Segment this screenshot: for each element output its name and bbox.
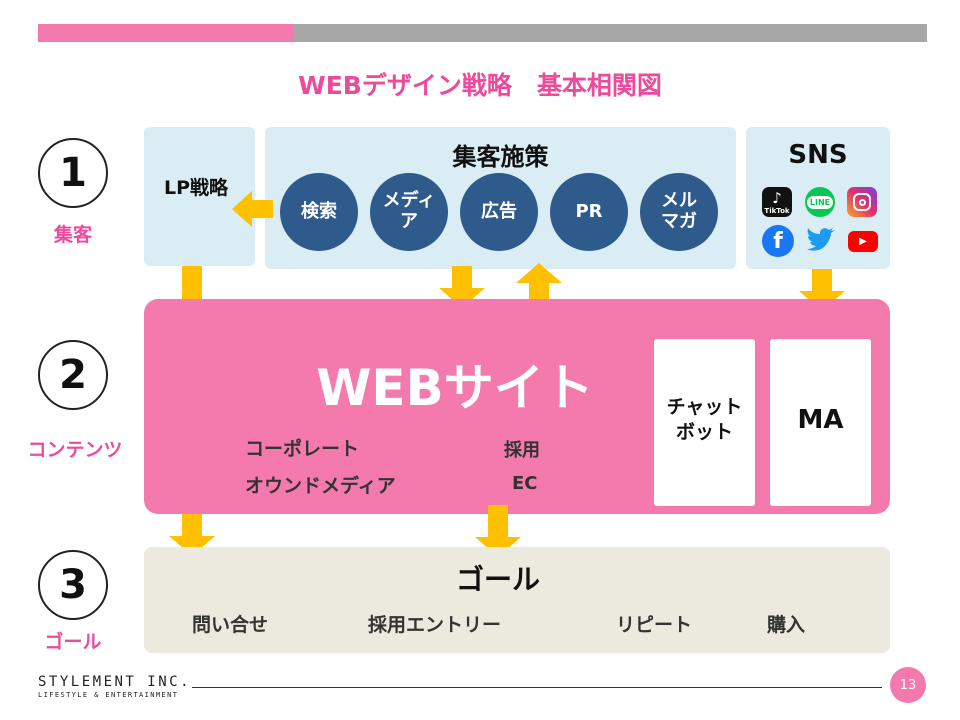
stage-label-3: ゴール — [44, 631, 102, 653]
stage-label-1: 集客 — [53, 224, 92, 246]
company-tagline: LIFESTYLE & ENTERTAINMENT — [38, 691, 179, 699]
lp-strategy-label: LP戦略 — [163, 177, 229, 199]
website-item-owned-media: オウンドメディア — [245, 475, 396, 497]
header-bar — [293, 24, 927, 42]
tiktok-icon: ♪ TikTok — [762, 187, 792, 217]
lp-connector — [182, 266, 202, 300]
website-item-ec: EC — [512, 473, 538, 494]
youtube-icon: ▶ — [848, 231, 878, 252]
page-number: 13 — [890, 667, 926, 703]
instagram-icon — [847, 187, 877, 217]
measure-ads: 広告 — [460, 173, 538, 251]
goal-item-purchase: 購入 — [767, 614, 806, 636]
website-item-corporate: コーポレート — [245, 438, 360, 460]
acquisition-title: 集客施策 — [452, 143, 549, 171]
goal-panel — [144, 547, 890, 653]
arrow-down-sns-stem — [812, 269, 832, 291]
stage-label-2: コンテンツ — [27, 439, 123, 461]
measure-pr: PR — [550, 173, 628, 251]
measure-search: 検索 — [280, 173, 358, 251]
ma-label: MA — [797, 405, 844, 435]
chatbot-label: チャット ボット — [666, 396, 743, 443]
arrow-down-goal-center-stem — [488, 505, 508, 538]
arrow-down-goal-left-stem — [182, 514, 202, 538]
arrow-to-lp-stem — [251, 200, 273, 218]
company-logo: STYLEMENT INC. — [38, 674, 192, 690]
arrow-up-acquisition-head — [516, 263, 562, 283]
goal-item-recruit-entry: 採用エントリー — [368, 614, 502, 636]
goal-title: ゴール — [455, 563, 540, 596]
stage-number-1: 1 — [38, 138, 108, 208]
website-item-recruit: 採用 — [504, 440, 540, 461]
website-title: WEBサイト — [316, 359, 594, 417]
ma-box — [770, 339, 871, 506]
footer-divider — [192, 687, 882, 688]
line-icon: LINE — [805, 187, 835, 217]
stage-number-2: 2 — [38, 340, 108, 410]
website-panel — [144, 299, 890, 514]
goal-item-repeat: リピート — [616, 614, 693, 636]
goal-item-inquiry: 問い合せ — [192, 614, 269, 636]
facebook-icon: f — [762, 225, 794, 257]
sns-title: SNS — [788, 140, 848, 170]
header-bar-accent — [38, 24, 293, 42]
measure-media: メディ ア — [370, 173, 448, 251]
stage-number-3: 3 — [38, 550, 108, 620]
arrow-down-acquisition-stem — [452, 266, 472, 288]
arrow-to-lp-head — [232, 191, 252, 227]
page-title: WEBデザイン戦略 基本相関図 — [298, 71, 662, 100]
measure-newsletter: メル マガ — [640, 173, 718, 251]
chatbot-box — [654, 339, 755, 506]
twitter-icon — [805, 227, 837, 255]
